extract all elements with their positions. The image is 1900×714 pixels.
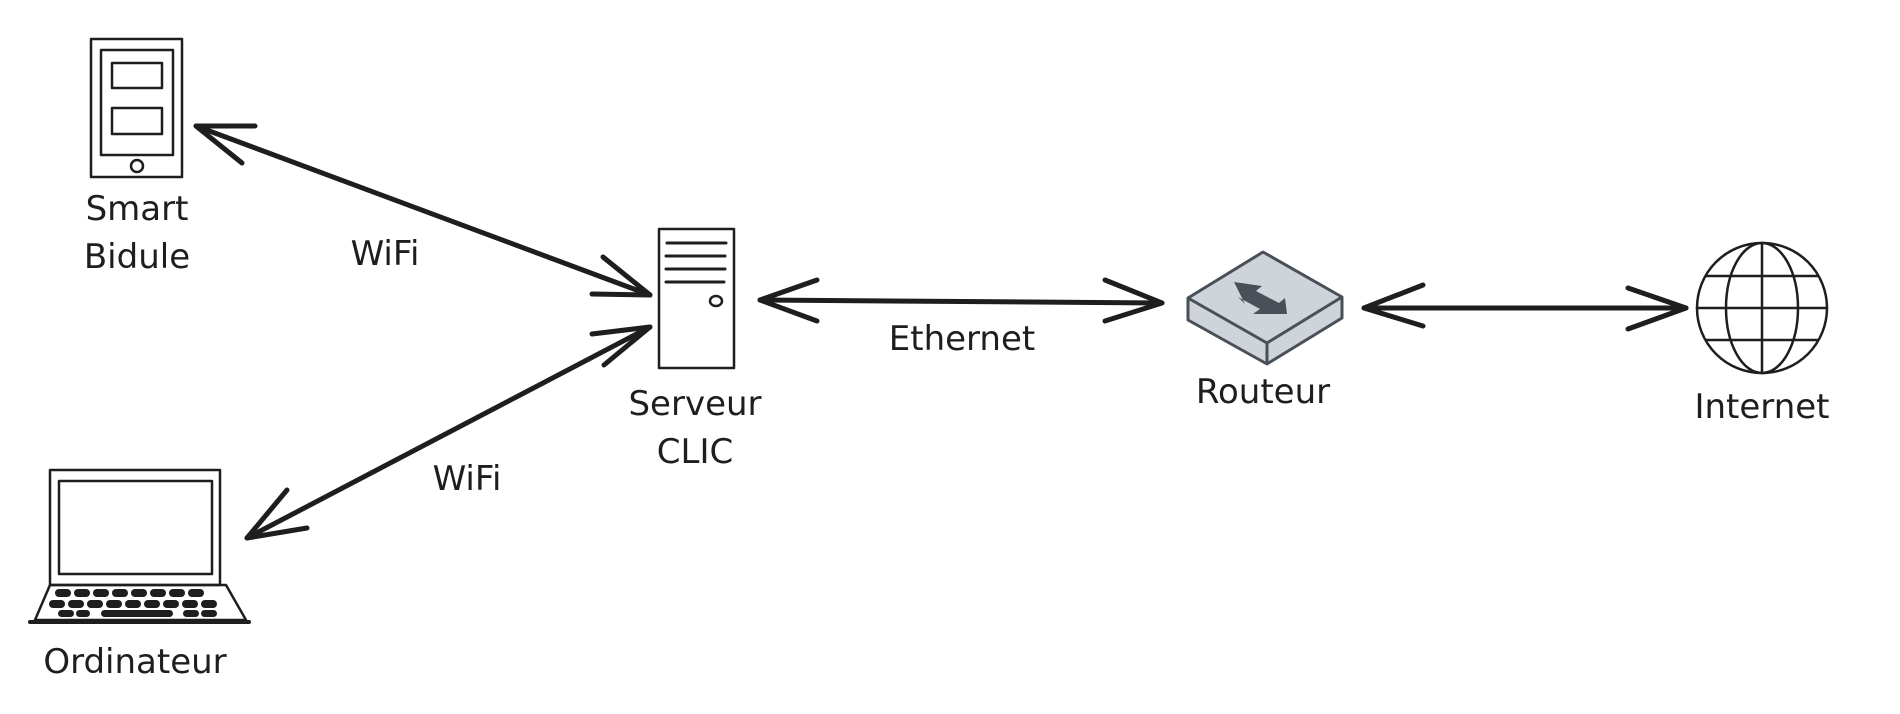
keyboard-keys xyxy=(49,589,217,617)
edge-label-ethernet: Ethernet xyxy=(889,319,1035,359)
node-label: Internet xyxy=(1694,387,1829,427)
node-label: Smart xyxy=(86,189,189,229)
edge-router-internet[interactable] xyxy=(1361,282,1689,332)
node-ordinateur[interactable]: Ordinateur xyxy=(28,468,251,682)
arrowhead-start xyxy=(1361,282,1426,329)
edge-server-router[interactable] xyxy=(757,277,1165,324)
laptop-icon xyxy=(28,468,251,624)
server-tower-icon xyxy=(657,227,736,370)
arrowhead-end xyxy=(1102,277,1165,324)
arrowhead-end xyxy=(589,254,653,298)
node-label: Bidule xyxy=(84,237,190,277)
globe-icon xyxy=(1695,241,1829,375)
edge-label-wifi-top: WiFi xyxy=(351,234,420,274)
arrowhead-start xyxy=(244,487,310,541)
node-smart-bidule[interactable]: Smart Bidule xyxy=(84,37,190,277)
node-serveur-clic[interactable]: Serveur CLIC xyxy=(628,227,762,472)
node-label: Ordinateur xyxy=(43,642,226,682)
edge-label-wifi-bottom: WiFi xyxy=(433,459,502,499)
edge-smart-server[interactable] xyxy=(193,123,653,298)
router-icon xyxy=(1186,250,1344,366)
node-routeur[interactable]: Routeur xyxy=(1186,250,1344,412)
node-internet[interactable]: Internet xyxy=(1694,241,1830,427)
node-label: CLIC xyxy=(657,432,733,472)
node-label: Serveur xyxy=(628,384,761,424)
bidirectional-arrow-glyph xyxy=(1234,282,1287,314)
arrowhead-start xyxy=(193,123,258,166)
arrowhead-end xyxy=(1625,285,1689,332)
node-label: Routeur xyxy=(1196,372,1330,412)
tablet-icon xyxy=(89,37,184,179)
arrowhead-start xyxy=(757,277,820,324)
arrowhead-end xyxy=(589,324,653,368)
edge-laptop-server[interactable] xyxy=(244,324,653,541)
